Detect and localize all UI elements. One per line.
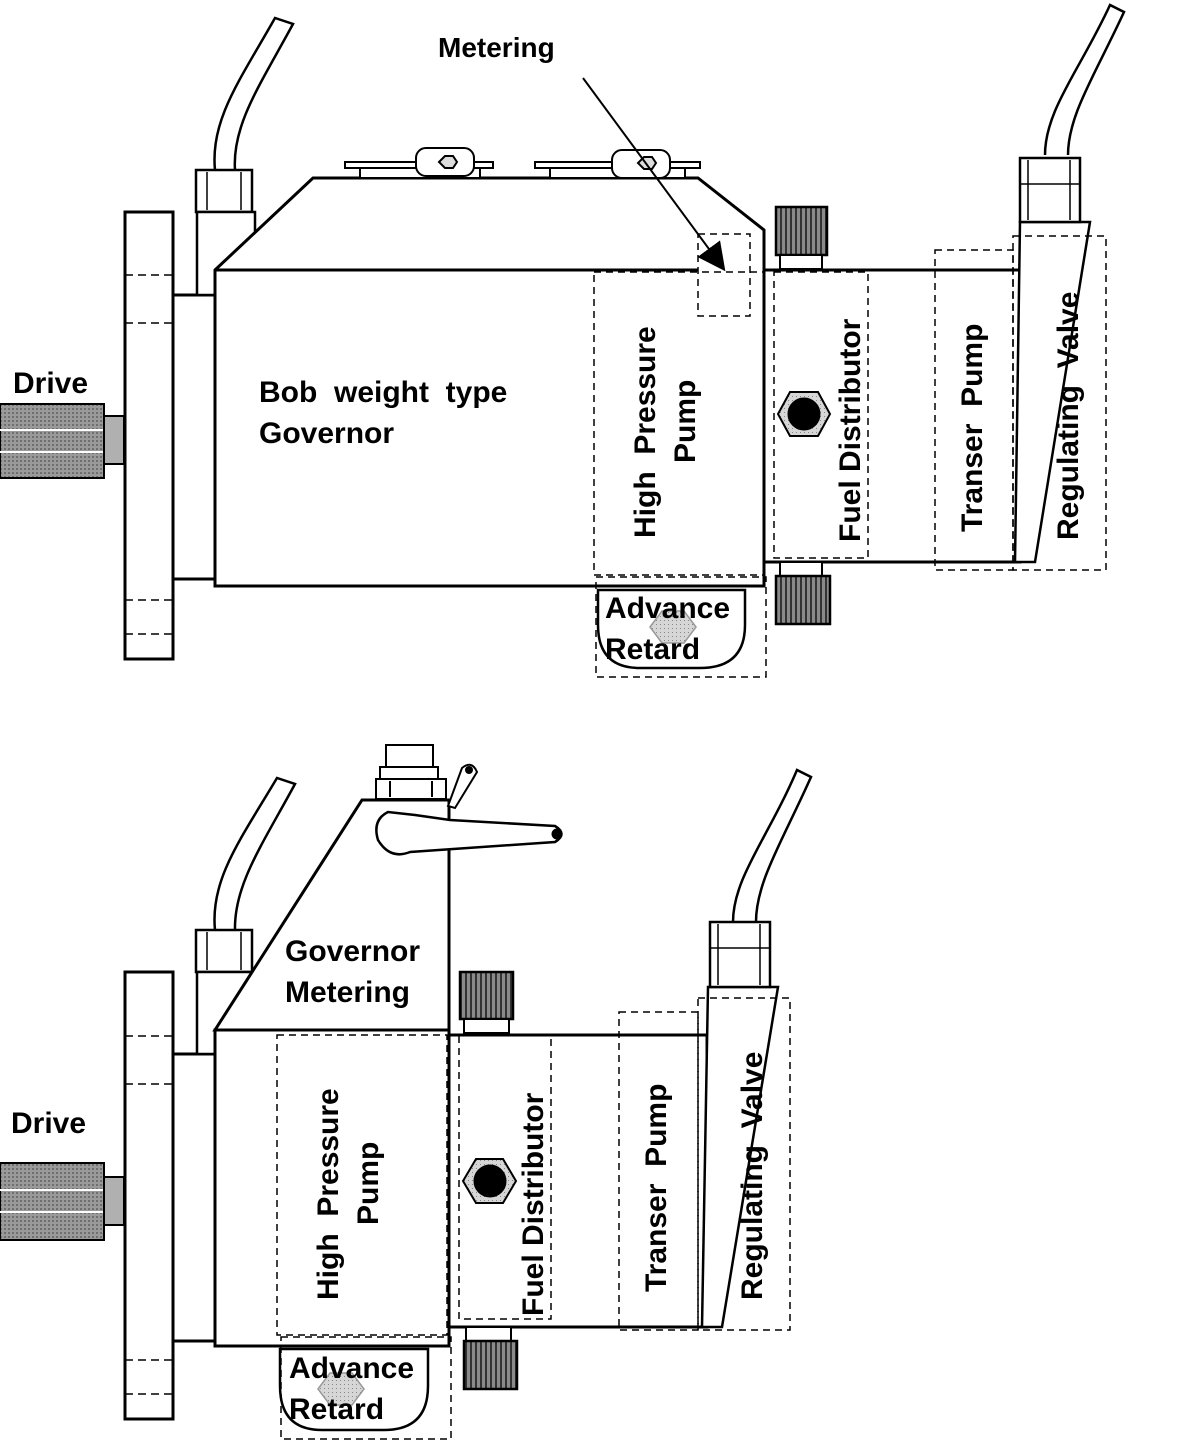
top-drive-label: Drive xyxy=(13,367,88,400)
bottom-advance-label: Advance xyxy=(289,1352,414,1385)
top-hp-pump-label-line2: Pump xyxy=(669,380,702,463)
bottom-tower-fittings xyxy=(375,744,479,810)
top-drive-shaft xyxy=(0,403,125,479)
top-fuel-distributor-label: Fuel Distributor xyxy=(834,318,867,542)
top-dashed-regions xyxy=(593,233,1107,678)
bottom-distributor-fitting-upper xyxy=(458,970,515,1034)
bottom-governor-label-line2: Metering xyxy=(285,976,410,1009)
top-advance-label: Advance xyxy=(605,592,730,625)
bottom-throttle-lever xyxy=(375,810,563,856)
bottom-fuel-distributor-label: Fuel Distributor xyxy=(517,1092,550,1316)
top-outlet-port xyxy=(776,391,832,437)
top-mounting-flange xyxy=(123,210,175,661)
bottom-drive-shaft xyxy=(0,1162,125,1241)
top-pump-diagram xyxy=(0,3,1126,678)
bottom-mounting-flange xyxy=(123,970,175,1421)
bottom-drive-label: Drive xyxy=(11,1107,86,1140)
top-regulating-valve xyxy=(1013,3,1126,564)
top-cover-fittings xyxy=(344,147,701,179)
top-retard-label: Retard xyxy=(605,633,700,666)
bottom-hp-pump-label-line2: Pump xyxy=(352,1142,385,1225)
bottom-regulating-valve xyxy=(700,768,813,1329)
top-governor-label-line1: Bob weight type xyxy=(259,376,507,409)
bottom-governor-housing xyxy=(213,1028,451,1348)
bottom-distributor-fitting-lower xyxy=(462,1326,519,1391)
top-distributor-fitting-lower xyxy=(774,561,832,626)
top-hp-pump-label-line1: High Pressure xyxy=(629,326,662,538)
top-metering-label: Metering xyxy=(438,32,555,63)
top-governor-housing xyxy=(213,176,766,588)
bottom-transfer-pump-label: Transer Pump xyxy=(640,1084,673,1292)
top-distributor-fitting-upper xyxy=(774,205,829,270)
top-advance-retard-unit xyxy=(596,588,747,670)
bottom-pump-diagram xyxy=(0,744,813,1440)
bottom-hp-pump-label-line1: High Pressure xyxy=(312,1088,345,1300)
bottom-dashed-regions xyxy=(276,997,791,1440)
top-governor-label-line2: Governor xyxy=(259,417,394,450)
bottom-advance-retard-unit xyxy=(278,1347,430,1432)
bottom-regulating-valve-label: Regulating Valve xyxy=(736,1052,769,1300)
bottom-retard-label: Retard xyxy=(289,1393,384,1426)
top-regulating-valve-label: Regulating Valve xyxy=(1052,292,1085,540)
top-transfer-pump-label: Transer Pump xyxy=(956,324,989,532)
bottom-governor-label-line1: Governor xyxy=(285,935,420,968)
top-metering-arrow xyxy=(582,77,726,272)
bottom-outlet-port xyxy=(461,1158,518,1204)
